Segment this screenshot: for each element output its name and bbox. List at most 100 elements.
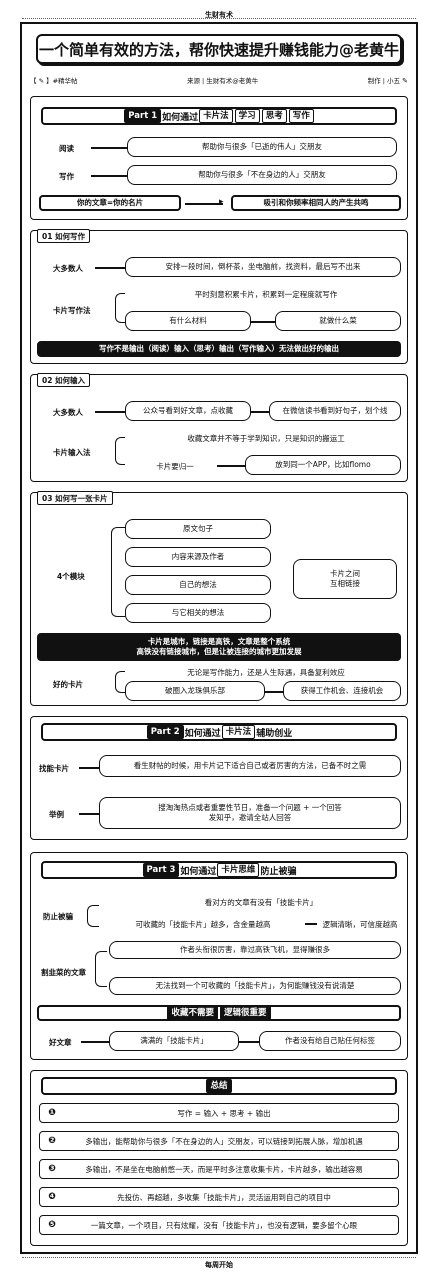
material-box: 有什么材料	[125, 311, 251, 331]
summary-item: ❶ 写作 = 输入 + 思考 + 输出	[39, 1103, 399, 1123]
pencil-icon: ✎	[402, 77, 408, 85]
summary-num: ❸	[48, 1164, 56, 1174]
summary-section: 总结 ❶ 写作 = 输入 + 思考 + 输出 ❷ 多输出，能帮助你与很多「不在身…	[30, 1070, 408, 1246]
tag-card-thinking: 卡片思维	[217, 863, 260, 877]
card-city-line1: 卡片是城市，链接是高铁，文章是整个系统	[147, 637, 291, 647]
good-card-top: 无论是写作能力，还是人生际遇，具备复利效应	[187, 668, 345, 677]
connector	[305, 923, 317, 925]
dish-box: 就做什么菜	[275, 311, 401, 331]
writing-section: 01 如何写作 大多数人 安排一段时间，倒杯茶，坐电脑前，找资料，最后写不出来 …	[30, 229, 408, 364]
prevent-top: 看对方的文章有没有「技能卡片」	[204, 898, 318, 907]
part3-section: Part 3 如何通过 卡片思维 防止被骗 防止被骗 看对方的文章有没有「技能卡…	[30, 852, 408, 1060]
connector	[81, 1041, 109, 1043]
brace	[111, 527, 125, 617]
good-card-label: 好的卡片	[53, 680, 83, 689]
good-article-a: 满满的「技能卡片」	[109, 1031, 239, 1051]
connector	[265, 691, 283, 693]
resonance-pill: 吸引和你频率相同人的产生共鸣	[231, 195, 401, 211]
good-article-b: 作者没有给自己贴任何标签	[259, 1031, 401, 1051]
bottom-caption: 每周开始	[205, 1261, 233, 1269]
connector	[91, 147, 127, 149]
example-label: 举例	[49, 810, 64, 819]
brace	[115, 293, 125, 323]
card-input-left: 卡片要归一	[156, 462, 194, 471]
logic-bar-b: 逻辑很重要	[220, 1006, 271, 1020]
job-chance-box: 获得工作机会、连接机会	[283, 681, 401, 701]
summary-title: 总结	[206, 1079, 232, 1093]
meta-tag[interactable]: 【 ✎ 】#精华帖	[30, 77, 78, 85]
summary-item: ❸ 多输出，不是坐在电脑前憋一天，而是平时多注意收集卡片，卡片越多，输出越容易	[39, 1159, 399, 1179]
summary-item: ❺ 一篇文章，一个项目，只有炫耀，没有「技能卡片」，也没有逻辑，要多留个心眼	[39, 1215, 399, 1235]
flomo-box: 放到同一个APP，比如flomo	[245, 455, 401, 475]
most-people-label: 大多数人	[53, 264, 83, 273]
example-line1: 搜淘淘热点或者重要性节日，准备一个问题 + 一个回答	[158, 803, 342, 813]
summary-item: ❹ 先投仿、再超越，多收集「技能卡片」，灵活运用到自己的项目中	[39, 1187, 399, 1207]
connector	[95, 267, 125, 269]
part3-header: Part 3 如何通过 卡片思维 防止被骗	[41, 861, 397, 879]
tag-writing: 写作	[288, 109, 314, 123]
most-people-box: 安排一段时间，倒杯茶，坐电脑前，找资料，最后写不出来	[125, 257, 401, 277]
prevent-label: 防止被骗	[43, 912, 73, 921]
part1-section: Part 1 如何通过 卡片法 学习 思考 写作 阅读 帮助你与很多「已逝的伟人…	[30, 96, 408, 220]
writing-bar: 写作不是输出（阅读）输入（思考）输出（写作输入）无法做出好的输出	[37, 341, 401, 357]
part3-badge: Part 3	[142, 863, 180, 877]
brace	[115, 437, 125, 465]
summary-item: ❷ 多输出，能帮助你与很多「不在身边的人」交朋友，可以链接到拓展人脉，增加机遇	[39, 1131, 399, 1151]
summary-text: 多输出，能帮助你与很多「不在身边的人」交朋友，可以链接到拓展人脉，增加机遇	[85, 1136, 363, 1146]
tag-learning: 学习	[234, 109, 260, 123]
part1-head-text: 如何通过	[162, 112, 199, 123]
arrow-right-icon: ▸	[219, 197, 224, 207]
sharp-label: 割韭菜的文章	[41, 968, 86, 977]
summary-text: 多输出，不是坐在电脑前憋一天，而是平时多注意收集卡片，卡片越多，输出越容易	[85, 1164, 363, 1174]
sharp-a-box: 作者头衔很厉害，靠过高铁飞机，显得赚很多	[109, 941, 401, 959]
summary-text: 先投仿、再超越，多收集「技能卡片」，灵活运用到自己的项目中	[117, 1192, 331, 1202]
part2-badge: Part 2	[146, 725, 184, 739]
card-section: 03 如何写一张卡片 4个模块 原文句子 内容来源及作者 自己的想法 与它相关的…	[30, 491, 408, 706]
module-own-thought: 自己的想法	[125, 575, 271, 595]
connector	[217, 465, 245, 467]
input-subhead: 02 如何输入	[37, 373, 91, 387]
card-input-top: 收藏文章并不等于学到知识，只是知识的搬运工	[187, 434, 345, 443]
prevent-a: 可收藏的「技能卡片」越多，含金量越高	[135, 920, 271, 929]
underline-box: 在微信读书看到好句子，划个线	[269, 401, 401, 421]
part2-header: Part 2 如何通过 卡片法 辅助创业	[41, 723, 397, 741]
brace	[115, 671, 125, 693]
summary-header: 总结	[41, 1077, 397, 1095]
part1-badge: Part 1	[124, 109, 162, 123]
part2-section: Part 2 如何通过 卡片法 辅助创业 找能卡片 看生财帖的时候，用卡片记下适…	[30, 716, 408, 840]
summary-num: ❷	[48, 1136, 56, 1146]
connector	[251, 411, 269, 413]
connector	[79, 767, 99, 769]
example-line2: 发知乎，邀请全站人回答	[208, 813, 292, 822]
card-input-label: 卡片输入法	[53, 448, 91, 457]
module-original: 原文句子	[125, 519, 271, 539]
top-caption: 生财有术	[205, 11, 233, 19]
connector	[251, 321, 275, 323]
skill-card-box: 看生财帖的时候，用卡片记下适合自己或者厉害的方法，已备不时之需	[99, 755, 401, 777]
link-box: 卡片之间 互相链接	[293, 559, 397, 599]
module-related-thought: 与它相关的想法	[125, 603, 271, 623]
favorite-box: 公众号看到好文章，点收藏	[125, 401, 251, 421]
tag-card-method-2: 卡片法	[221, 725, 256, 739]
meta-source: 来源 | 生财有术@老黄牛	[186, 77, 259, 85]
tag-thinking: 思考	[261, 109, 287, 123]
summary-text: 一篇文章，一个项目，只有炫耀，没有「技能卡片」，也没有逻辑，要多留个心眼	[90, 1220, 358, 1230]
brace	[87, 905, 99, 927]
writing-subhead: 01 如何写作	[37, 229, 91, 243]
connector	[95, 411, 125, 413]
summary-text: 写作 = 输入 + 思考 + 输出	[177, 1108, 271, 1118]
part3-head-post: 防止被骗	[260, 866, 297, 877]
four-modules-label: 4个模块	[57, 572, 85, 581]
good-article-label: 好文章	[49, 1038, 72, 1047]
connector	[91, 175, 127, 177]
reading-box: 帮助你与很多「已逝的伟人」交朋友	[127, 137, 397, 157]
meta-row: 【 ✎ 】#精华帖 来源 | 生财有术@老黄牛 制作 | 小五 ✎	[30, 74, 408, 86]
article-card-pill: 你的文章=你的名片	[39, 195, 181, 211]
skill-card-label: 找能卡片	[39, 764, 69, 773]
connector	[239, 1041, 259, 1043]
summary-num: ❺	[48, 1220, 56, 1230]
summary-num: ❶	[48, 1108, 56, 1118]
card-writing-label: 卡片写作法	[53, 306, 91, 315]
page-title: 一个简单有效的方法，帮你快速提升赚钱能力@老黄牛	[36, 34, 402, 64]
logic-bar: 收藏不需要 逻辑很重要	[37, 1005, 401, 1021]
